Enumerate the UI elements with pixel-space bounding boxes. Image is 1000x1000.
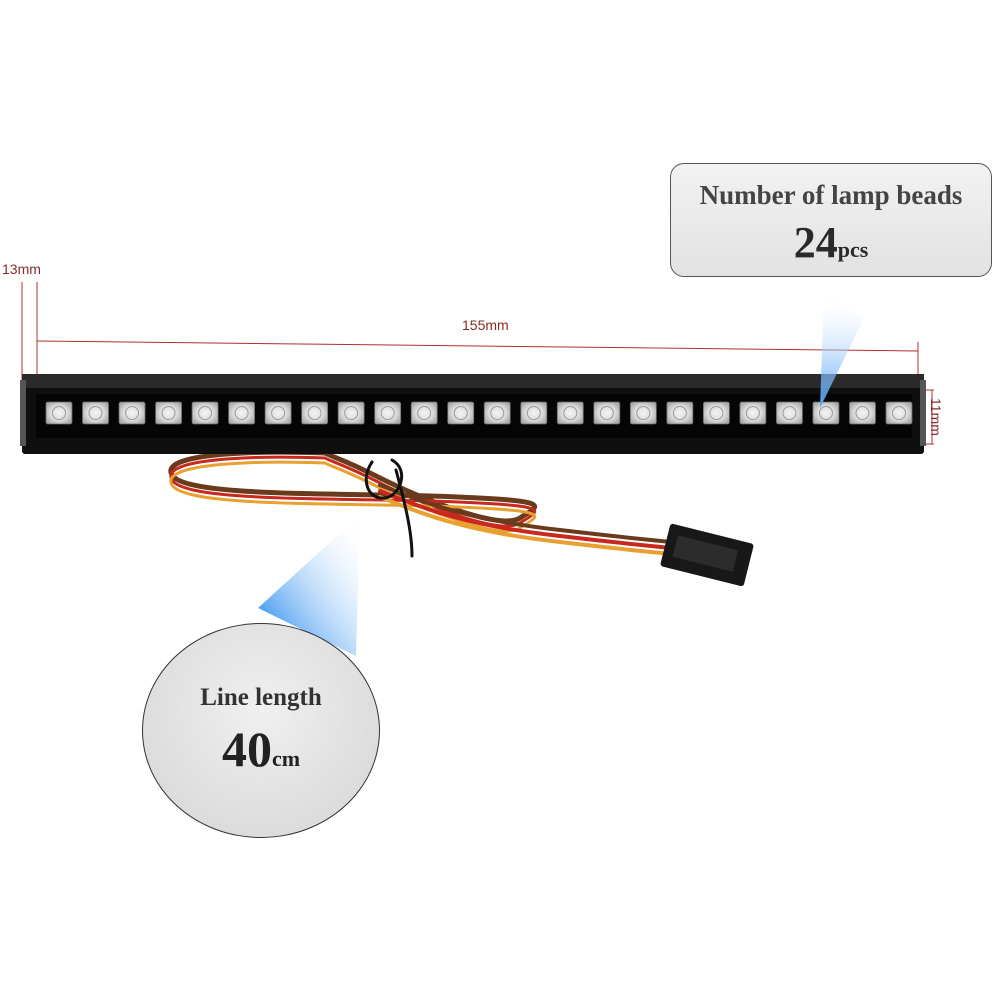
line-length-amount: 40cm [143, 720, 379, 778]
lamp-beads-title: Number of lamp beads [699, 180, 963, 210]
lamp-beads-value: 24 [793, 218, 838, 267]
led-bead-icon [849, 401, 876, 425]
led-bead-icon [374, 401, 402, 425]
led-bead-icon [45, 401, 73, 425]
led-bead-icon [885, 401, 913, 425]
led-bead-icon [812, 401, 840, 425]
led-bead-icon [82, 401, 109, 425]
lamp-beads-callout: Number of lamp beads 24pcs [670, 163, 992, 277]
lamp-beads-unit: pcs [837, 237, 869, 262]
line-length-value: 40 [221, 721, 272, 777]
led-bead-icon [556, 401, 584, 425]
light-bar [20, 374, 926, 454]
led-bead-row [45, 401, 913, 425]
led-bead-icon [776, 401, 803, 425]
lamp-beads-count: 24pcs [671, 217, 991, 268]
led-bead-icon [301, 401, 329, 425]
led-bead-icon [228, 401, 256, 425]
led-bead-icon [191, 401, 219, 425]
width-dimension-label: 155mm [462, 317, 509, 333]
led-bead-icon [739, 401, 767, 425]
led-bead-icon [410, 401, 438, 425]
line-length-callout: Line length 40cm [142, 623, 380, 838]
led-bead-icon [155, 401, 182, 425]
led-bead-icon [520, 401, 548, 425]
led-bead-icon [702, 401, 730, 425]
line-length-unit: cm [271, 746, 301, 771]
led-bead-icon [337, 401, 365, 425]
led-bead-icon [629, 401, 657, 425]
led-bead-icon [666, 401, 694, 425]
callout-pointer-icon [258, 515, 360, 656]
wire-harness [168, 449, 674, 558]
led-bead-icon [593, 401, 621, 425]
line-length-title: Line length [200, 684, 322, 711]
led-bead-icon [447, 401, 475, 425]
led-bead-icon [483, 401, 511, 425]
height-dimension-label: 11mm [928, 398, 944, 436]
thickness-dimension-label: 13mm [2, 261, 41, 277]
led-bead-icon [118, 401, 146, 425]
connector-plug-icon [660, 523, 754, 587]
callout-pointer-icon [820, 293, 864, 408]
led-bead-icon [264, 401, 292, 425]
